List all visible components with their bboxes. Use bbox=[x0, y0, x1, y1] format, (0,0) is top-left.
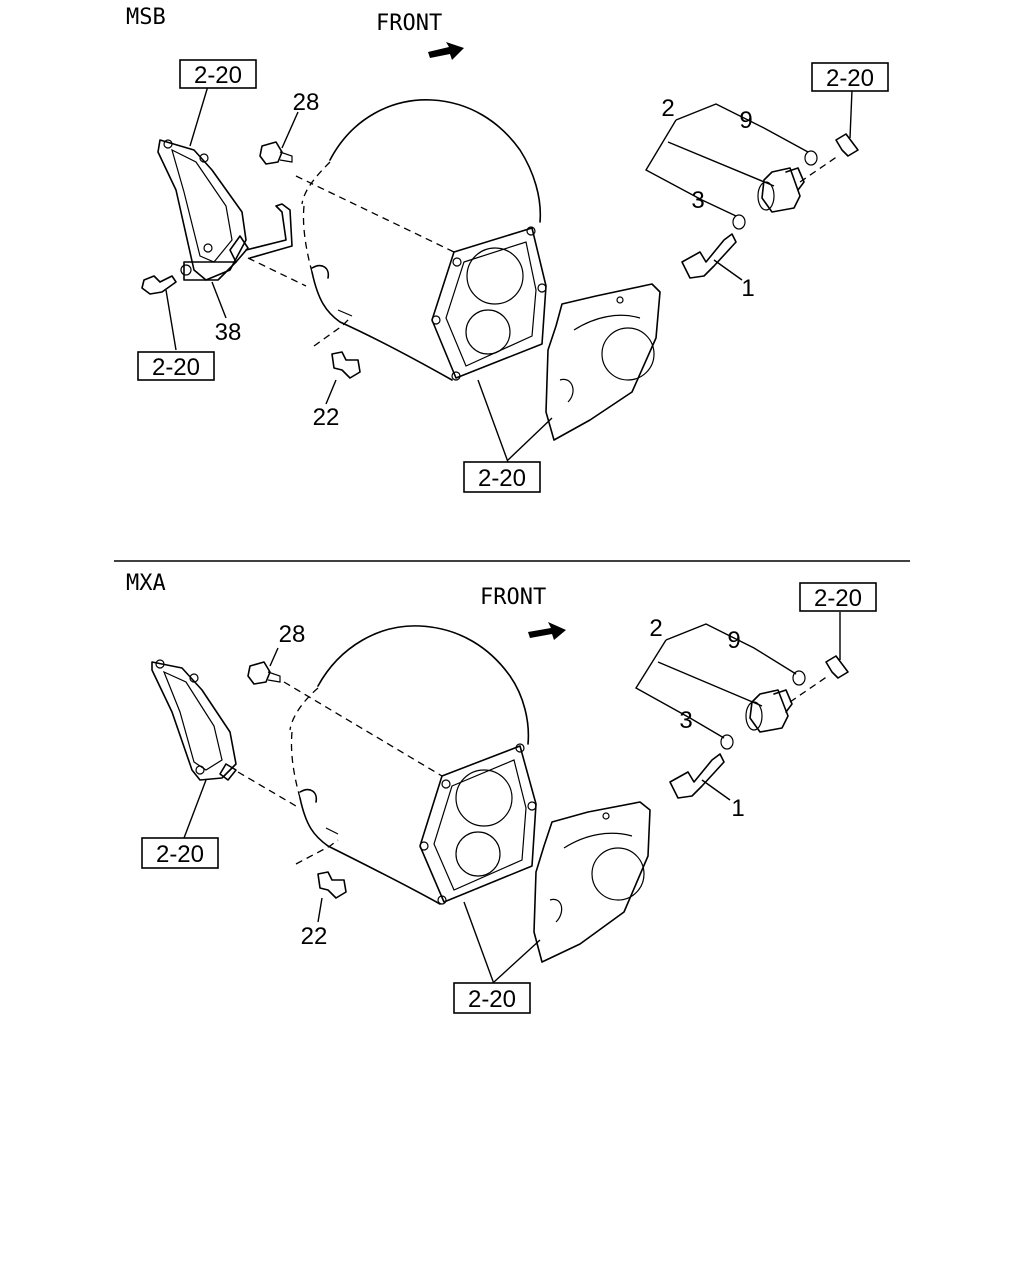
panel-mxa: MXA FRONT bbox=[126, 571, 877, 1014]
dash-22-msb bbox=[313, 317, 351, 347]
dash-bracket-msb bbox=[247, 257, 307, 287]
leaders-msb bbox=[165, 85, 853, 463]
ref-label-msb-bolt: 2-20 bbox=[152, 354, 200, 381]
callout-22-msb: 22 bbox=[313, 404, 340, 431]
bolt-28-mxa bbox=[247, 661, 281, 685]
variant-label-mxa: MXA bbox=[126, 571, 166, 596]
callout-9-mxa: 9 bbox=[727, 627, 740, 654]
dash-sensor-msb bbox=[799, 155, 839, 183]
transmission-case-msb bbox=[301, 99, 547, 381]
dash-22-mxa bbox=[295, 839, 339, 865]
bracket-mxa bbox=[151, 659, 237, 781]
sensor-assembly-msb bbox=[681, 133, 859, 279]
front-arrow-icon bbox=[428, 42, 464, 60]
variant-label-msb: MSB bbox=[126, 5, 166, 30]
bracket-bolt-msb bbox=[141, 275, 177, 295]
ref-box-msb-sensor bbox=[811, 62, 889, 92]
ref-box-mxa-sensor bbox=[799, 582, 877, 612]
bolt-22-msb bbox=[331, 351, 361, 379]
rear-cover-mxa bbox=[533, 801, 651, 963]
callout-38-msb: 38 bbox=[215, 319, 242, 346]
callout-9-msb: 9 bbox=[739, 107, 752, 134]
bracket-msb bbox=[157, 139, 293, 281]
front-label-mxa: FRONT bbox=[480, 585, 546, 610]
bolt-22-mxa bbox=[317, 871, 347, 899]
dash-sensor-mxa bbox=[789, 675, 829, 703]
front-arrow-icon bbox=[528, 622, 566, 640]
callout-2-msb: 2 bbox=[661, 95, 674, 122]
dash-28-mxa bbox=[283, 681, 443, 777]
callout-1-mxa: 1 bbox=[731, 795, 744, 822]
panel-msb: MSB FRONT bbox=[126, 5, 889, 493]
dash-28-msb bbox=[295, 175, 455, 253]
ref-box-mxa-bracket bbox=[141, 837, 219, 869]
ref-box-msb-bolt bbox=[137, 351, 215, 381]
rear-cover-msb bbox=[545, 283, 661, 441]
callout-2-mxa: 2 bbox=[649, 615, 662, 642]
callout-28-mxa: 28 bbox=[279, 621, 306, 648]
ref-label-mxa-bracket: 2-20 bbox=[156, 841, 204, 868]
ref-label-mxa-case: 2-20 bbox=[468, 986, 516, 1013]
leaders-mxa bbox=[183, 612, 841, 985]
ref-box-mxa-case bbox=[453, 982, 531, 1014]
callout-22-mxa: 22 bbox=[301, 923, 328, 950]
ref-label-msb-case: 2-20 bbox=[478, 465, 526, 492]
front-label-msb: FRONT bbox=[376, 11, 442, 36]
callout-28-msb: 28 bbox=[293, 89, 320, 116]
ref-label-msb-bracket: 2-20 bbox=[194, 62, 242, 89]
ref-box-msb-bracket bbox=[179, 59, 257, 89]
dash-bracket-mxa bbox=[237, 771, 297, 807]
ref-label-mxa-sensor: 2-20 bbox=[814, 585, 862, 612]
callout-3-msb: 3 bbox=[691, 187, 704, 214]
callout-1-msb: 1 bbox=[741, 275, 754, 302]
transmission-case-mxa bbox=[289, 625, 537, 905]
ref-box-msb-case bbox=[463, 461, 541, 493]
sensor-assembly-mxa bbox=[669, 655, 849, 799]
callout-3-mxa: 3 bbox=[679, 707, 692, 734]
ref-label-msb-sensor: 2-20 bbox=[826, 65, 874, 92]
bolt-28-msb bbox=[259, 141, 293, 165]
